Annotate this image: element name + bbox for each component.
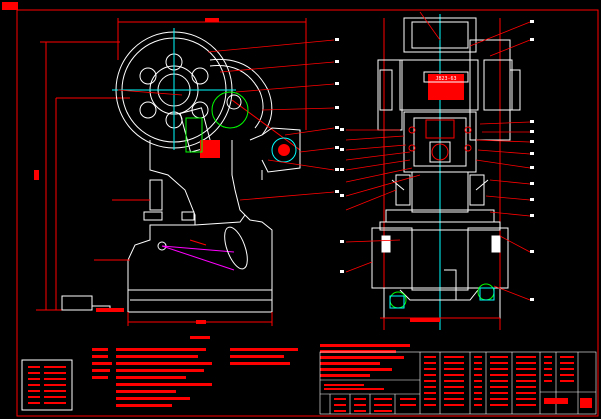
side-view-callout-numbers — [335, 38, 339, 193]
corner-tag — [2, 2, 18, 10]
technical-notes — [92, 336, 410, 407]
side-view-leaders — [117, 39, 335, 201]
title-block — [319, 351, 597, 415]
legend-table — [21, 359, 73, 411]
side-view — [34, 18, 307, 326]
nameplate-text: JB23-63 — [435, 76, 456, 82]
front-view — [371, 14, 521, 330]
front-view-callout-numbers — [340, 20, 534, 301]
drawing-border — [16, 9, 599, 417]
title-block-entries — [324, 356, 592, 412]
front-view-leaders — [345, 11, 531, 301]
